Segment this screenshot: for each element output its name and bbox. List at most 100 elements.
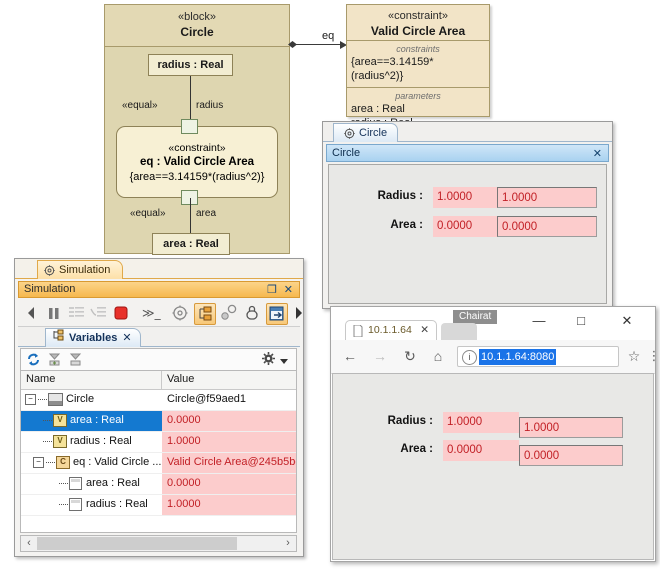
collapse-all-icon[interactable]	[47, 352, 62, 370]
page-radius-input[interactable]: 1.0000	[519, 417, 623, 438]
row-value-cell[interactable]: 0.0000	[162, 411, 296, 431]
new-tab-placeholder[interactable]	[441, 323, 477, 340]
constraint-block-valid-circle-area[interactable]: «constraint» Valid Circle Area constrain…	[346, 4, 490, 129]
gear-icon[interactable]	[170, 303, 190, 323]
tab-close-icon[interactable]: ✕	[420, 324, 429, 336]
sysml-block-diagram: «block» Circle radius : Real «equal» rad…	[104, 4, 290, 255]
radius-display-value: 1.0000	[433, 187, 497, 208]
pause-button[interactable]	[44, 303, 64, 323]
block-stereotype: «block»	[178, 11, 216, 23]
lock-icon[interactable]	[242, 303, 262, 323]
collapse-left-arrow-icon[interactable]	[22, 303, 42, 323]
user-profile-badge[interactable]: Chairat	[453, 310, 498, 324]
expand-all-icon[interactable]	[68, 352, 83, 370]
gear-icon	[44, 264, 55, 276]
browser-titlebar[interactable]: Chairat — □ ✕ 10.1.1.64 ✕	[331, 307, 655, 340]
expander-icon[interactable]: −	[33, 456, 44, 468]
table-row[interactable]: −Circle Circle@f59aed1	[21, 390, 296, 411]
tab-variables[interactable]: Variables ✕	[45, 328, 141, 347]
expander-icon[interactable]: −	[25, 393, 36, 405]
simulation-window[interactable]: Simulation Simulation ❐ ✕ ≫_	[14, 258, 304, 557]
page-area-input[interactable]: 0.0000	[519, 445, 623, 466]
maximize-button[interactable]: □	[577, 313, 585, 328]
url-text[interactable]: 10.1.1.64:8080	[479, 349, 557, 365]
connector-area-line	[190, 198, 191, 233]
home-button[interactable]: ⌂	[433, 348, 443, 364]
stop-button[interactable]	[111, 303, 131, 323]
scroll-right-arrow[interactable]: ›	[286, 537, 290, 549]
gear-icon[interactable]	[261, 351, 276, 369]
circle-window-titlebar: Circle ✕	[326, 144, 609, 162]
open-ui-button[interactable]	[266, 303, 288, 325]
close-icon[interactable]: ✕	[122, 332, 132, 344]
row-label: radius : Real	[70, 435, 132, 447]
refresh-icon[interactable]	[26, 352, 41, 370]
connector-radius-line	[190, 76, 191, 126]
constraint-property-eq[interactable]: «constraint» eq : Valid Circle Area {are…	[116, 126, 278, 198]
minimize-button[interactable]: —	[532, 313, 546, 328]
area-input[interactable]: 0.0000	[497, 216, 597, 237]
column-divider[interactable]	[161, 371, 162, 389]
step-into-button[interactable]	[66, 303, 86, 323]
constraint-property-name: eq : Valid Circle Area	[140, 156, 254, 168]
tab-circle[interactable]: Circle	[333, 123, 399, 142]
back-button[interactable]: ←	[343, 348, 357, 364]
table-row[interactable]: area : Real 0.0000	[21, 474, 296, 495]
area-display-value: 0.0000	[433, 216, 497, 237]
bookmark-star-icon[interactable]: ☆	[627, 348, 641, 364]
svg-text:≫_: ≫_	[142, 306, 162, 320]
close-icon[interactable]: ✕	[592, 148, 602, 160]
expand-right-arrow-icon[interactable]	[290, 303, 310, 323]
table-row[interactable]: radius : Real 1.0000	[21, 495, 296, 516]
circle-panel-window[interactable]: Circle Circle ✕ Radius : 1.0000 1.0000 A…	[322, 121, 613, 309]
circle-tabstrip: Circle	[323, 122, 612, 142]
horizontal-scrollbar[interactable]: ‹ ›	[20, 535, 297, 552]
row-value-cell[interactable]: 1.0000	[162, 432, 296, 452]
radius-input[interactable]: 1.0000	[497, 187, 597, 208]
scrollbar-thumb[interactable]	[37, 537, 237, 550]
column-header-value: Value	[167, 373, 195, 385]
site-info-icon[interactable]: i	[462, 350, 477, 365]
value-property-icon: V	[53, 434, 67, 448]
row-value-cell[interactable]: 1.0000	[162, 495, 296, 515]
browser-tab[interactable]: 10.1.1.64 ✕	[345, 320, 437, 340]
run-to-end-button[interactable]: ≫_	[142, 303, 162, 323]
breakpoints-button[interactable]	[218, 303, 238, 323]
reload-button[interactable]: ↻	[404, 348, 416, 364]
row-label: radius : Real	[86, 498, 148, 510]
part-property-radius[interactable]: radius : Real	[148, 54, 233, 76]
show-variables-button[interactable]	[194, 303, 216, 325]
part-property-area[interactable]: area : Real	[152, 233, 230, 255]
address-bar[interactable]: i 10.1.1.64:8080	[457, 346, 619, 367]
variables-tabstrip: Variables ✕	[18, 327, 300, 347]
step-over-button[interactable]	[88, 303, 108, 323]
parameter-icon	[69, 497, 82, 511]
row-value-cell[interactable]: Valid Circle Area@245b5bc	[162, 453, 296, 473]
connector-line	[296, 44, 342, 45]
close-button[interactable]: ✕	[621, 313, 633, 328]
row-value-cell[interactable]: 0.0000	[162, 474, 296, 494]
row-label: Circle	[66, 393, 95, 405]
browser-menu-icon[interactable]: ⋮	[647, 348, 660, 363]
restore-icon[interactable]: ❐	[267, 284, 277, 296]
constraint-parameter-port-top[interactable]	[181, 119, 198, 134]
constraint-parameter-port-bottom[interactable]	[181, 190, 198, 205]
scroll-left-arrow[interactable]: ‹	[27, 537, 31, 549]
constraint-block-header: «constraint» Valid Circle Area	[347, 5, 489, 41]
chevron-down-icon[interactable]	[280, 356, 289, 368]
close-icon[interactable]: ✕	[283, 284, 293, 296]
page-radius-label: Radius :	[387, 415, 433, 427]
tab-simulation[interactable]: Simulation	[37, 260, 124, 279]
variables-toolbar	[20, 348, 297, 370]
simulation-toolbar: ≫_	[18, 299, 302, 327]
page-field-row-area: Area : 0.0000 0.0000	[333, 440, 653, 466]
row-name-cell: radius : Real	[21, 495, 199, 515]
forward-button[interactable]: →	[373, 348, 387, 364]
field-row-radius: Radius : 1.0000 1.0000	[329, 187, 606, 208]
browser-window[interactable]: Chairat — □ ✕ 10.1.1.64 ✕ ← → ↻ ⌂ i 10.1…	[330, 306, 660, 562]
